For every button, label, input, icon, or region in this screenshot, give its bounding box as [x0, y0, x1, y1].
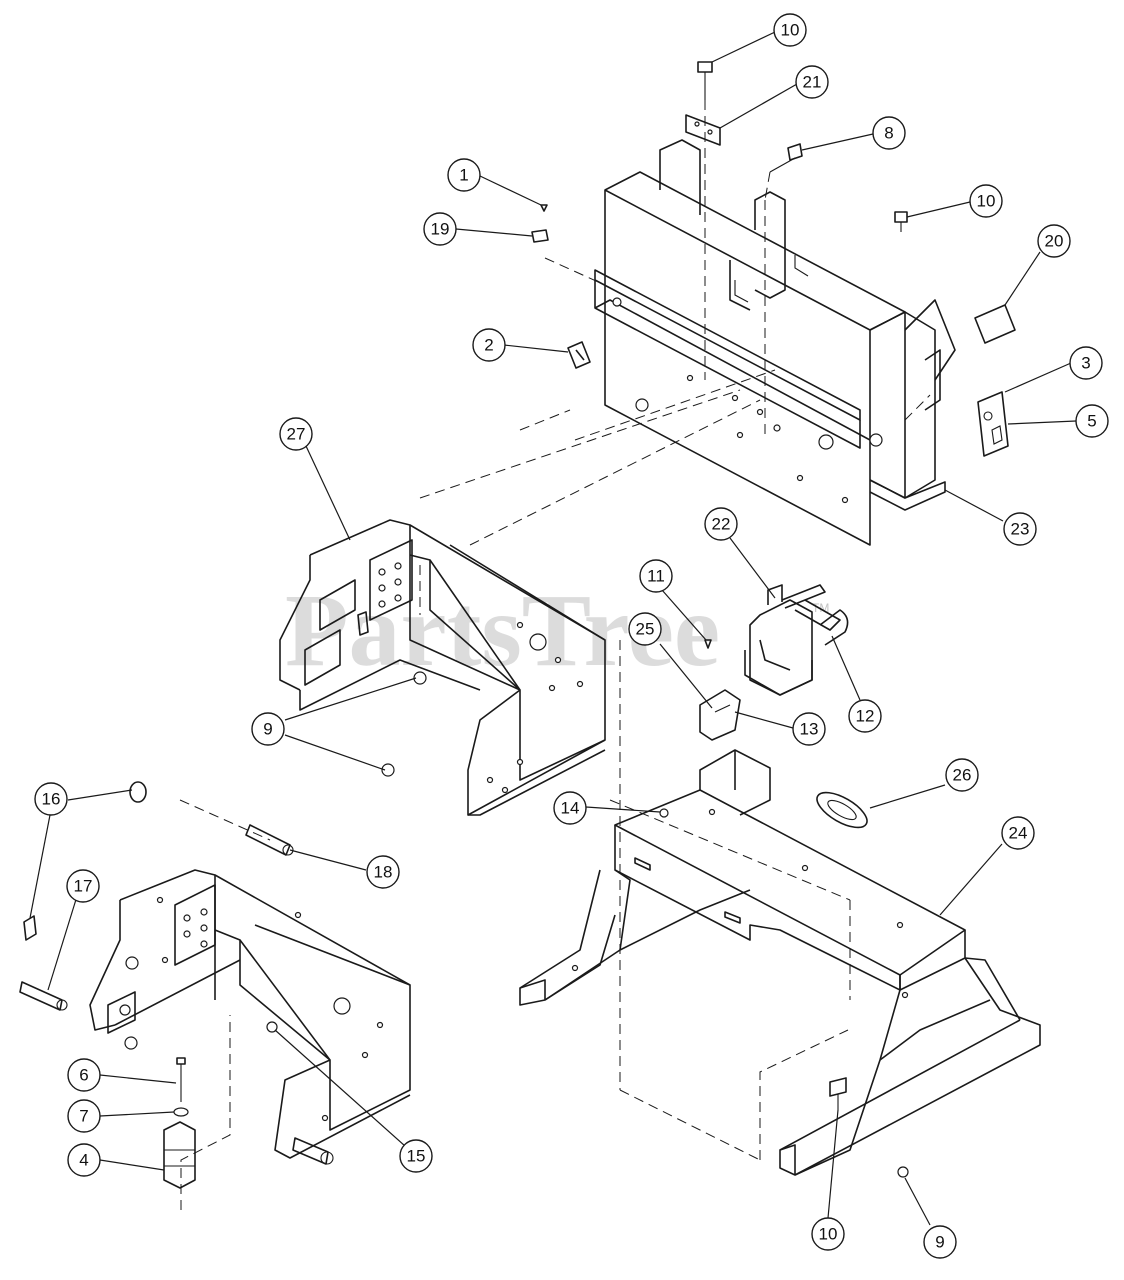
callout-22[interactable]: 22	[704, 507, 738, 541]
leader-lines	[29, 31, 1077, 1226]
callout-14[interactable]: 14	[553, 791, 587, 825]
callout-label: 21	[803, 73, 822, 92]
callout-10-bottom[interactable]: 10	[811, 1217, 845, 1251]
callout-20[interactable]: 20	[1037, 224, 1071, 258]
callout-label: 5	[1087, 412, 1096, 431]
callout-label: 9	[263, 720, 272, 739]
callout-label: 1	[459, 166, 468, 185]
callout-10-right[interactable]: 10	[969, 184, 1003, 218]
callout-label: 14	[561, 799, 580, 818]
frame-24	[519, 749, 1041, 1178]
callout-label: 6	[79, 1066, 88, 1085]
callout-26[interactable]: 26	[945, 758, 979, 792]
callout-label: 17	[74, 877, 93, 896]
callout-18[interactable]: 18	[366, 855, 400, 889]
callout-label: 11	[647, 567, 665, 586]
callout-label: 10	[819, 1225, 838, 1244]
assembly-guide-lines	[179, 369, 931, 1210]
callout-label: 24	[1009, 824, 1028, 843]
callout-label: 13	[800, 720, 819, 739]
callout-label: 8	[884, 124, 893, 143]
back-plate-assembly	[594, 139, 956, 546]
callout-27[interactable]: 27	[279, 417, 313, 451]
frame-bracket-27	[279, 519, 606, 816]
callout-9-bottom[interactable]: 9	[923, 1225, 957, 1259]
callout-label: 22	[712, 515, 731, 534]
callout-7[interactable]: 7	[67, 1099, 101, 1133]
callout-label: 25	[636, 620, 655, 639]
callout-1[interactable]: 1	[447, 158, 481, 192]
callout-3[interactable]: 3	[1069, 346, 1103, 380]
callout-17[interactable]: 17	[66, 869, 100, 903]
callout-label: 23	[1011, 520, 1030, 539]
jack-assembly	[699, 584, 849, 741]
callout-label: 3	[1081, 354, 1090, 373]
callout-24[interactable]: 24	[1001, 816, 1035, 850]
callout-16[interactable]: 16	[34, 782, 68, 816]
callout-label: 9	[935, 1233, 944, 1252]
callout-19[interactable]: 19	[423, 212, 457, 246]
callout-label: 19	[431, 220, 450, 239]
callout-label: 10	[781, 21, 800, 40]
callout-15[interactable]: 15	[399, 1139, 433, 1173]
callout-label: 18	[374, 863, 393, 882]
callout-2[interactable]: 2	[472, 328, 506, 362]
callout-10-top[interactable]: 10	[773, 13, 807, 47]
callout-13[interactable]: 13	[792, 712, 826, 746]
callout-label: 20	[1045, 232, 1064, 251]
callout-23[interactable]: 23	[1003, 512, 1037, 546]
callout-label: 12	[856, 707, 875, 726]
callout-label: 7	[79, 1107, 88, 1126]
top-hardware	[531, 61, 1016, 457]
callout-5[interactable]: 5	[1075, 404, 1109, 438]
callout-label: 16	[42, 790, 61, 809]
lower-left-bracket	[19, 781, 411, 1189]
callout-8[interactable]: 8	[872, 116, 906, 150]
callout-25[interactable]: 25	[628, 612, 662, 646]
callout-12[interactable]: 12	[848, 699, 882, 733]
callout-label: 10	[977, 192, 996, 211]
callout-label: 26	[953, 766, 972, 785]
callout-6[interactable]: 6	[67, 1058, 101, 1092]
callout-label: 27	[287, 425, 306, 444]
callout-21[interactable]: 21	[795, 65, 829, 99]
callout-label: 15	[407, 1147, 426, 1166]
callout-11[interactable]: 11	[639, 559, 673, 593]
callout-label: 2	[484, 336, 493, 355]
callout-4[interactable]: 4	[67, 1143, 101, 1177]
callout-9-middle[interactable]: 9	[251, 712, 285, 746]
callout-label: 4	[79, 1151, 88, 1170]
